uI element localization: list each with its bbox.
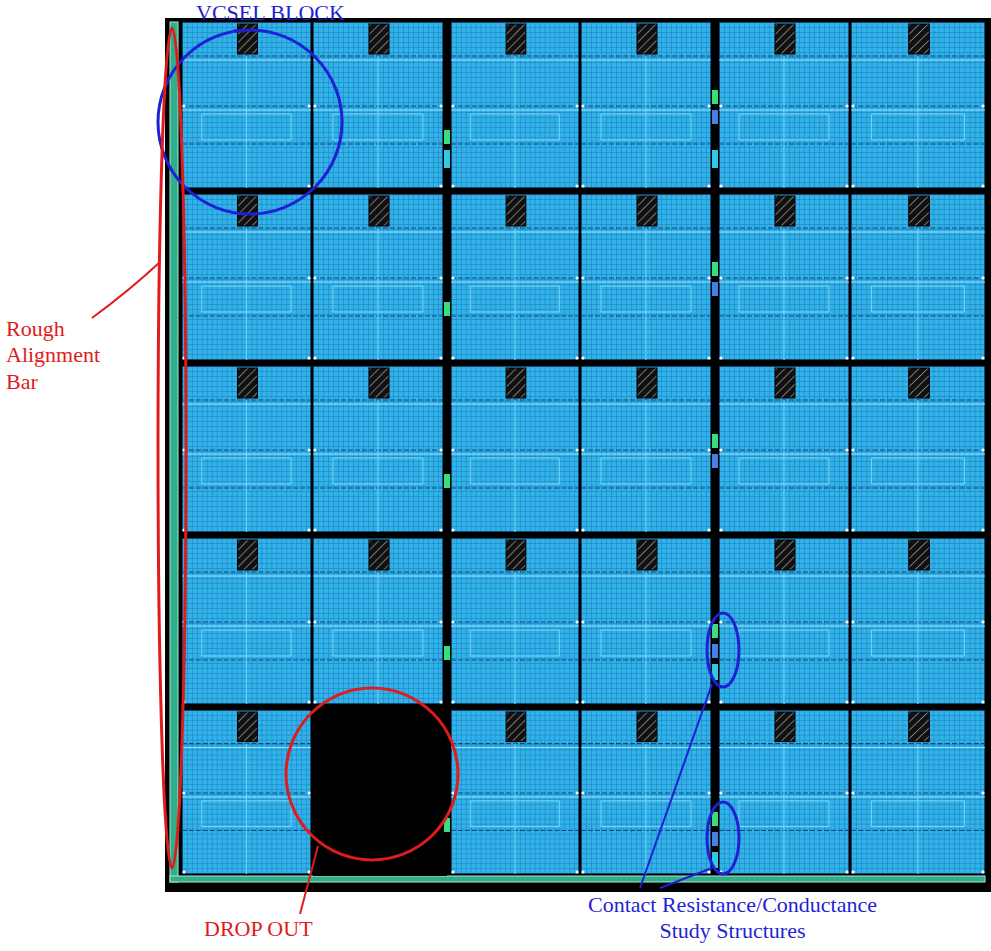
callout-label: Contact Resistance/Conductance Study Str… <box>560 892 905 945</box>
callout-label: Rough Alignment Bar <box>6 316 101 395</box>
callout-label: VCSEL BLOCK <box>196 0 345 26</box>
callout-label: DROP OUT <box>204 916 313 942</box>
